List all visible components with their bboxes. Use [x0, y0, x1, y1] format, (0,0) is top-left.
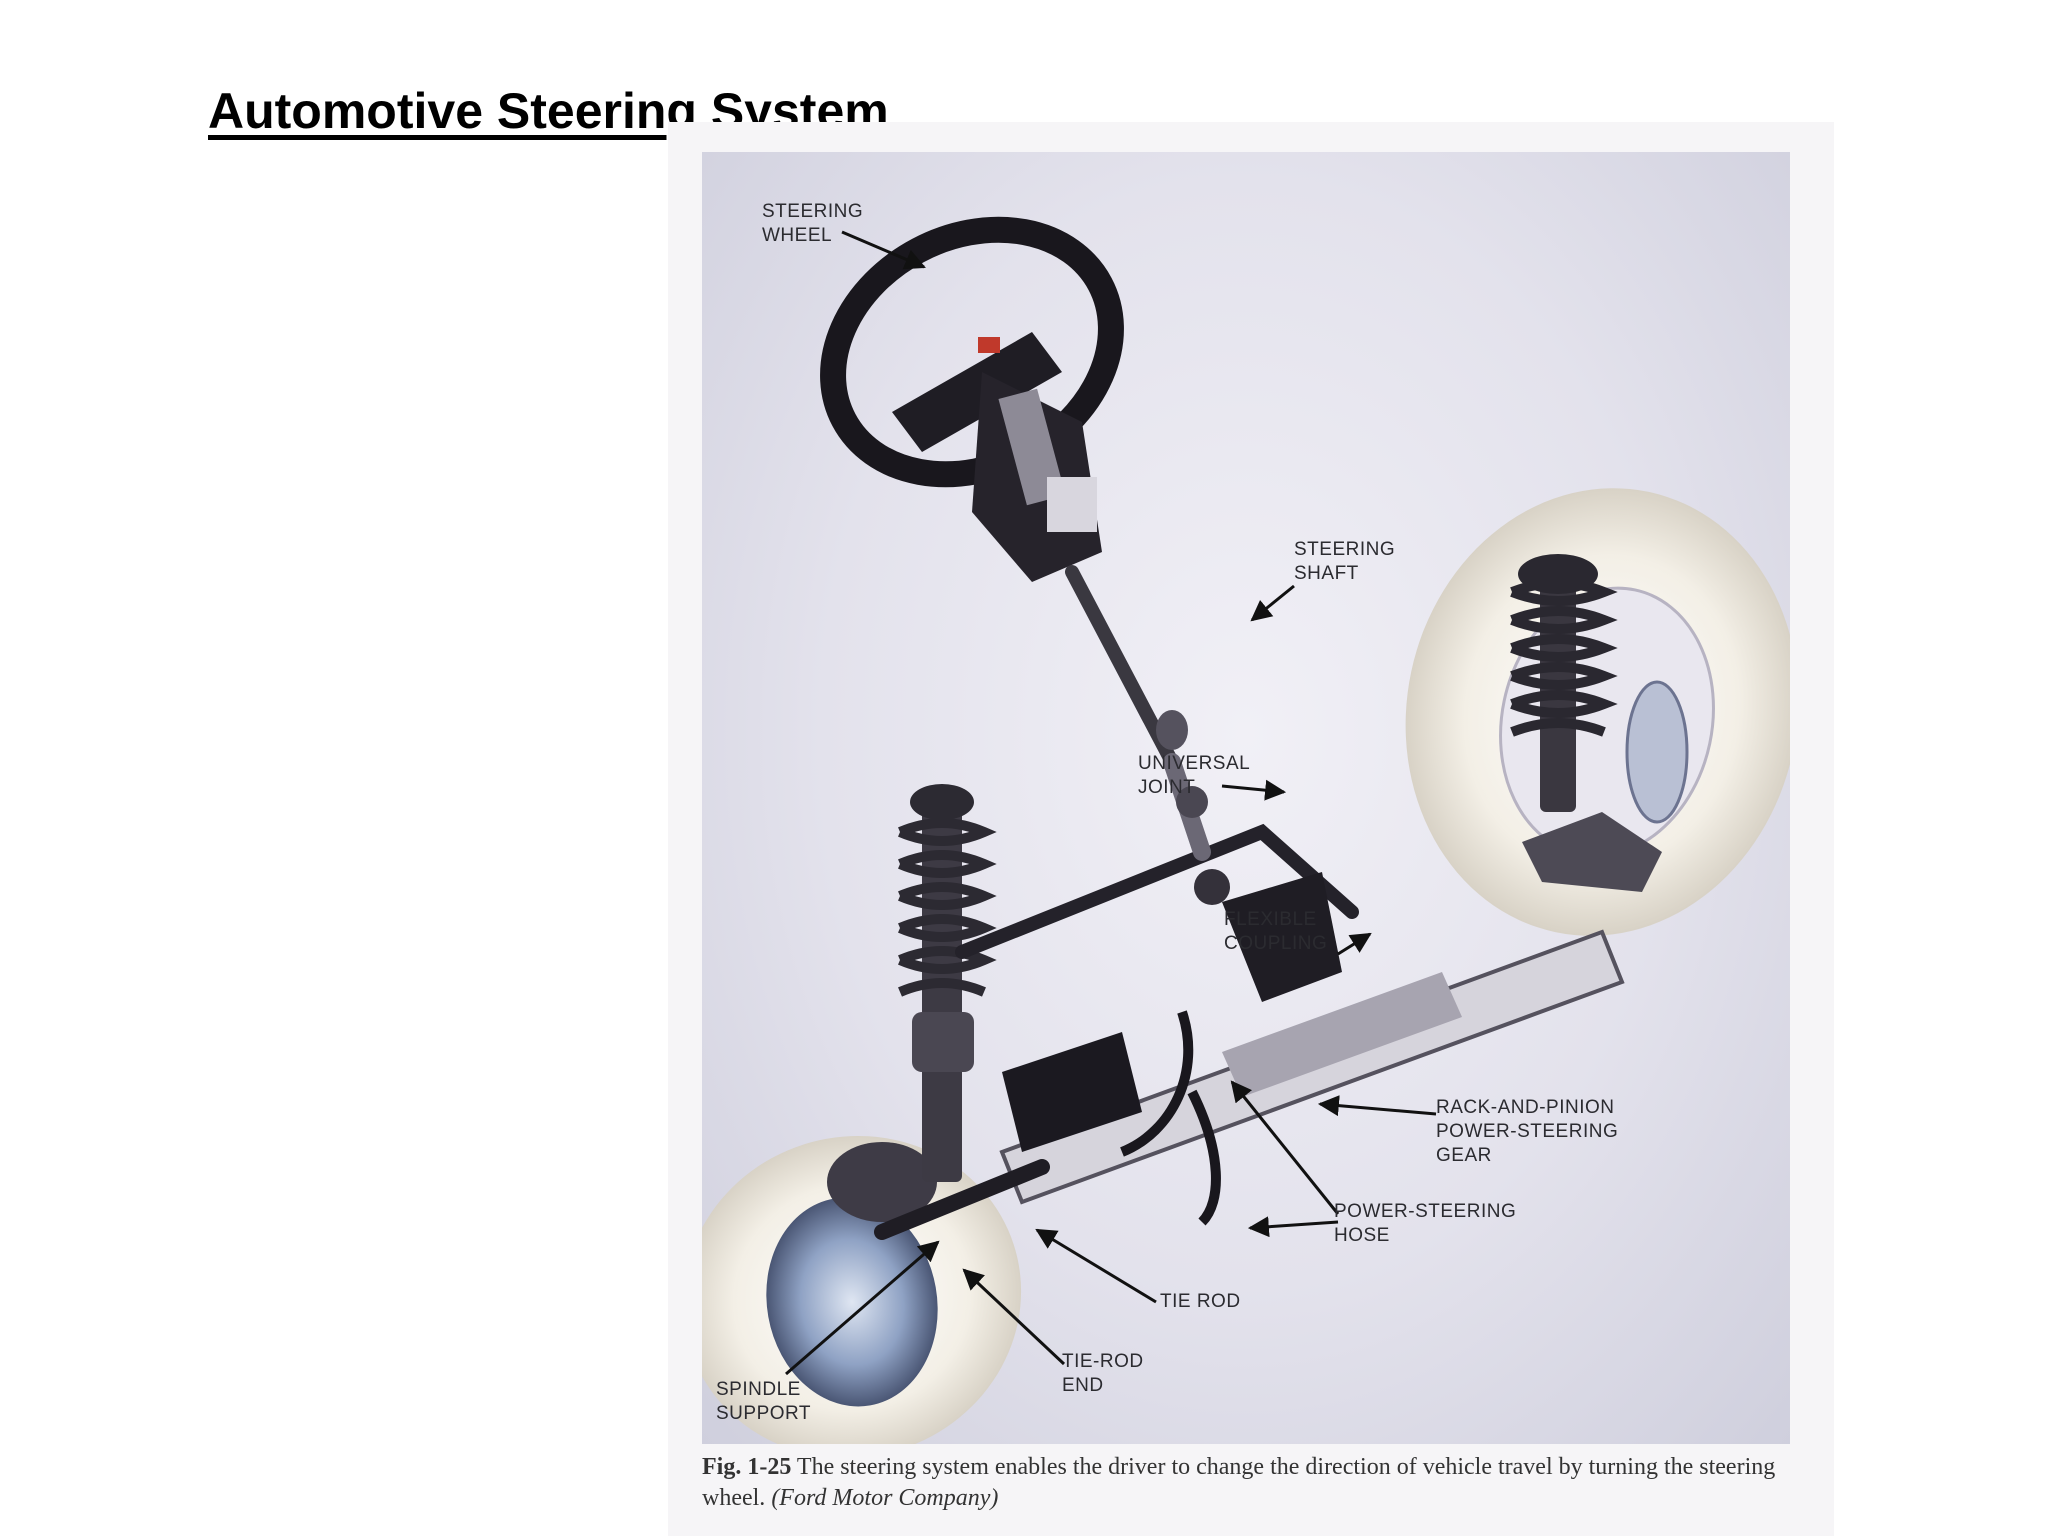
label-steering-wheel: STEERING WHEEL	[762, 201, 864, 246]
label-spindle-support: SPINDLE SUPPORT	[716, 1379, 812, 1424]
power-steering-hose	[1120, 1010, 1221, 1226]
figure-caption: Fig. 1-25 The steering system enables th…	[702, 1452, 1792, 1514]
label-flexible-coupling: FLEXIBLE COUPLING	[1224, 909, 1328, 954]
figure-number: Fig. 1-25	[702, 1454, 792, 1480]
universal-joint	[1156, 710, 1208, 818]
steering-system-drawing	[702, 216, 1790, 1444]
leader-arrows	[785, 230, 1437, 1376]
label-tie-rod: TIE ROD	[1160, 1291, 1241, 1312]
steering-system-illustration: STEERING WHEEL STEERING SHAFT UNIVERSAL …	[702, 152, 1790, 1444]
label-universal-joint: UNIVERSAL JOINT	[1138, 753, 1251, 798]
label-steering-shaft: STEERING SHAFT	[1294, 539, 1396, 584]
caption-text: The steering system enables the driver t…	[702, 1454, 1776, 1511]
tie-rod	[874, 1159, 1050, 1240]
flexible-coupling	[1194, 869, 1230, 905]
power-steering-pump	[1002, 1032, 1142, 1152]
right-strut	[1510, 554, 1662, 892]
left-strut	[898, 784, 997, 1182]
label-rack-and-pinion: RACK-AND-PINION POWER-STEERING GEAR	[1436, 1097, 1619, 1166]
steering-column	[972, 372, 1102, 582]
caption-credit: (Ford Motor Company)	[771, 1485, 999, 1511]
label-tie-rod-end: TIE-ROD END	[1062, 1351, 1144, 1396]
label-power-steering-hose: POWER-STEERING HOSE	[1334, 1201, 1517, 1246]
steering-shaft	[1065, 565, 1179, 769]
